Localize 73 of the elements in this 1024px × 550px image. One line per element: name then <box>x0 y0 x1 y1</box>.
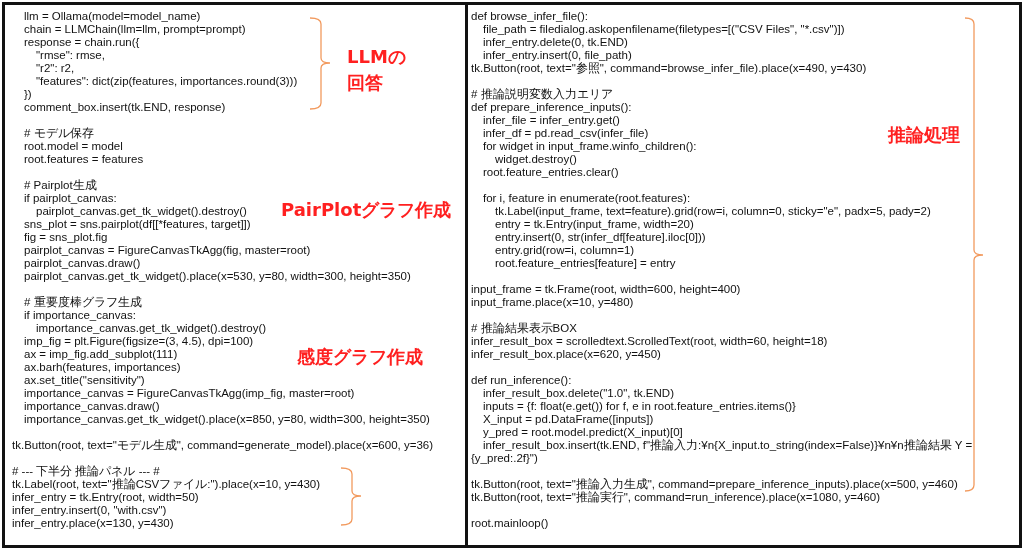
code-line: ax.set_title("sensitivity") <box>24 374 145 387</box>
code-line: sns_plot = sns.pairplot(df[[*features, target]]) <box>24 218 251 231</box>
code-line: infer_entry = tk.Entry(root, width=50) <box>12 491 199 504</box>
code-line: ax.barh(features, importances) <box>24 361 181 374</box>
code-line: root.model = model <box>24 140 123 153</box>
code-line: infer_result_box = scrolledtext.ScrolledText(root, width=60, height=18) <box>471 335 828 348</box>
code-line: def browse_infer_file(): <box>471 10 588 23</box>
code-line: infer_result_box.delete("1.0", tk.END) <box>483 387 674 400</box>
code-line: root.feature_entries[feature] = entry <box>495 257 676 270</box>
code-line: file_path = filedialog.askopenfilename(filetypes=[("CSV Files", "*.csv")]) <box>483 23 845 36</box>
code-line: entry.grid(row=i, column=1) <box>495 244 635 257</box>
code-line: def run_inference(): <box>471 374 572 387</box>
code-line: response = chain.run({ <box>24 36 140 49</box>
code-line: for widget in input_frame.winfo_children(): <box>483 140 697 153</box>
code-line: y_pred = root.model.predict(X_input)[0] <box>483 426 683 439</box>
code-line: if pairplot_canvas: <box>24 192 117 205</box>
code-line: infer_entry.insert(0, file_path) <box>483 49 632 62</box>
code-line: infer_file = infer_entry.get() <box>483 114 620 127</box>
code-line: entry.insert(0, str(infer_df[feature].iloc[0])) <box>495 231 706 244</box>
code-line: importance_canvas.get_tk_widget().destroy() <box>36 322 267 335</box>
code-line: # 重要度棒グラフ生成 <box>24 296 142 309</box>
code-line: def prepare_inference_inputs(): <box>471 101 632 114</box>
code-line: # 推論説明変数入力エリア <box>471 88 613 101</box>
annotation-text: LLMの回答 <box>347 45 407 95</box>
code-line: input_frame.place(x=10, y=480) <box>471 296 634 309</box>
code-line: importance_canvas.get_tk_widget().place(x=850, y=80, width=300, height=350) <box>24 413 430 426</box>
code-line: infer_result_box.insert(tk.END, f"推論入力:¥n{X_input.to_string(index=False)}¥n¥n推論結果 Y = {y_pred:.2f}") <box>471 439 974 465</box>
code-line: root.features = features <box>24 153 144 166</box>
code-line: infer_entry.delete(0, tk.END) <box>483 36 628 49</box>
code-line: "features": dict(zip(features, importances.round(3))) <box>36 75 298 88</box>
code-line: tk.Label(input_frame, text=feature).grid(row=i, column=0, sticky="e", padx=5, pady=2) <box>495 205 931 218</box>
code-line: "r2": r2, <box>36 62 75 75</box>
code-line: "rmse": rmse, <box>36 49 105 62</box>
code-line: imp_fig = plt.Figure(figsize=(3, 4.5), dpi=100) <box>24 335 254 348</box>
code-line: if importance_canvas: <box>24 309 136 322</box>
code-line: tk.Label(root, text="推論CSVファイル:").place(x=10, y=430) <box>12 478 321 491</box>
code-line: ax = imp_fig.add_subplot(111) <box>24 348 178 361</box>
code-line: infer_entry.place(x=130, y=430) <box>12 517 174 530</box>
code-line: infer_entry.insert(0, "with.csv") <box>12 504 167 517</box>
code-line: tk.Button(root, text="推論実行", command=run_inference).place(x=1080, y=460) <box>471 491 881 504</box>
code-line: tk.Button(root, text="モデル生成", command=generate_model).place(x=600, y=36) <box>12 439 434 452</box>
code-line: input_frame = tk.Frame(root, width=600, height=400) <box>471 283 741 296</box>
code-line: pairplot_canvas = FigureCanvasTkAgg(fig, master=root) <box>24 244 311 257</box>
annotation-text: PairPlotグラフ作成 <box>281 198 452 222</box>
annotation-text: 推論処理 <box>888 123 960 147</box>
code-line: root.feature_entries.clear() <box>483 166 619 179</box>
annotation-text: 感度グラフ作成 <box>297 345 423 369</box>
code-line: # Pairplot生成 <box>24 179 97 192</box>
code-panel <box>2 2 468 548</box>
code-line: # 推論結果表示BOX <box>471 322 577 335</box>
code-line: root.mainloop() <box>471 517 549 530</box>
code-line: tk.Button(root, text="参照", command=browse_infer_file).place(x=490, y=430) <box>471 62 867 75</box>
code-line: tk.Button(root, text="推論入力生成", command=prepare_inference_inputs).place(x=500, y=460) <box>471 478 958 491</box>
code-line: inputs = {f: float(e.get()) for f, e in root.feature_entries.items()} <box>483 400 796 413</box>
code-line: infer_df = pd.read_csv(infer_file) <box>483 127 649 140</box>
code-line: llm = Ollama(model=model_name) <box>24 10 201 23</box>
code-line: entry = tk.Entry(input_frame, width=20) <box>495 218 694 231</box>
code-line: infer_result_box.place(x=620, y=450) <box>471 348 661 361</box>
code-line: for i, feature in enumerate(root.features): <box>483 192 691 205</box>
code-line: importance_canvas = FigureCanvasTkAgg(imp_fig, master=root) <box>24 387 355 400</box>
code-line: widget.destroy() <box>495 153 577 166</box>
code-line: fig = sns_plot.fig <box>24 231 108 244</box>
code-line: importance_canvas.draw() <box>24 400 160 413</box>
code-line: X_input = pd.DataFrame([inputs]) <box>483 413 654 426</box>
code-line: pairplot_canvas.get_tk_widget().destroy() <box>36 205 247 218</box>
code-panel <box>465 2 1022 548</box>
code-line: pairplot_canvas.draw() <box>24 257 141 270</box>
code-line: # --- 下半分 推論パネル --- # <box>12 465 160 478</box>
code-line: chain = LLMChain(llm=llm, prompt=prompt) <box>24 23 246 36</box>
code-line: # モデル保存 <box>24 127 94 140</box>
code-line: comment_box.insert(tk.END, response) <box>24 101 226 114</box>
code-line: pairplot_canvas.get_tk_widget().place(x=530, y=80, width=300, height=350) <box>24 270 411 283</box>
code-line: }) <box>24 88 32 101</box>
